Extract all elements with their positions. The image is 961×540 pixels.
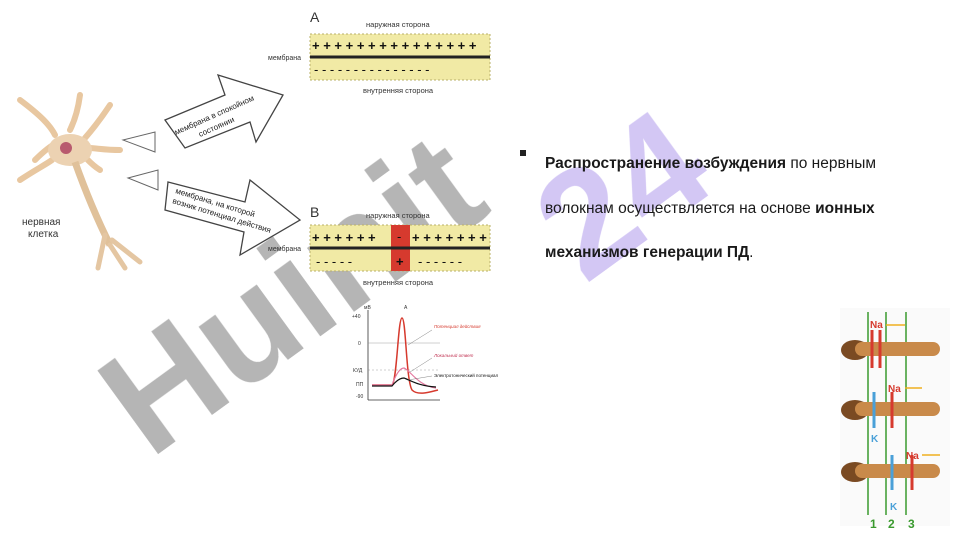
panel-b-plus-right: + + + + + + +: [412, 230, 487, 245]
neuron-label-line2: клетка: [28, 229, 59, 240]
ap-graph: мВ A +40 0 КУД ПП -90 Потенциал действия…: [352, 305, 498, 401]
ap-tick-4: -90: [356, 394, 363, 400]
panel-a-inner: внутренняя сторона: [363, 86, 434, 95]
bullet-text-2: по нервным волокнам осуществляется на ос…: [545, 155, 877, 217]
ion-figure: Na Na Na K K 1 2 3: [840, 308, 950, 531]
bullet-bold-1: Распространение возбуждения: [545, 155, 787, 172]
ap-tick-1: 0: [358, 341, 361, 347]
panel-a-plus: + + + + + + + + + + + + + + +: [312, 38, 477, 53]
ion-pos-1: 1: [870, 517, 877, 531]
ion-na-2: Na: [888, 384, 901, 395]
ion-k-2: K: [890, 502, 898, 513]
panel-a-letter: A: [310, 9, 320, 25]
ap-legend-2: Электротонический потенциал: [434, 372, 498, 378]
ion-k-1: K: [871, 434, 879, 445]
panel-b: B наружная сторона + + + + + + + + + + +…: [268, 204, 491, 287]
ion-pos-3: 3: [908, 517, 915, 531]
panel-b-letter: B: [310, 204, 319, 220]
bullet-marker: [520, 150, 526, 156]
ap-tick-2: КУД: [353, 368, 363, 374]
bullet-bold-3: ионных механизмов генерации ПД: [545, 199, 875, 262]
panel-a-outer: наружная сторона: [366, 20, 430, 29]
panel-a-minus: - - - - - - - - - - - - - - -: [314, 62, 430, 77]
fiber-1: [841, 330, 940, 368]
panel-b-red-bottom: +: [396, 254, 404, 269]
neuron-illustration: нервная клетка: [17, 92, 159, 271]
panel-a-membrane: мембрана: [268, 54, 301, 62]
ap-legend-1: Локальный ответ: [433, 352, 474, 358]
ion-pos-2: 2: [888, 517, 895, 531]
panel-b-red-top: -: [397, 229, 401, 244]
ap-unit: мВ: [364, 305, 371, 311]
ap-tick-3: ПП: [356, 382, 364, 388]
bullet-text-4: .: [749, 244, 754, 261]
panel-b-minus-left: - - - - -: [316, 254, 352, 269]
ap-panel: A: [404, 305, 408, 311]
panel-a: A наружная сторона + + + + + + + + + + +…: [268, 9, 491, 95]
fiber-2: [841, 392, 940, 428]
panel-b-outer: наружная сторона: [366, 211, 430, 220]
lower-arrow: мембрана, на которой возник потенциал де…: [164, 178, 302, 257]
ion-na-1: Na: [870, 320, 883, 331]
upper-arrow: мембрана в спокойном состоянии: [163, 74, 284, 149]
fiber-3: [841, 455, 940, 490]
panel-b-minus-right: - - - - - -: [418, 254, 462, 269]
ion-na-3: Na: [906, 451, 919, 462]
neuron-label-line1: нервная: [22, 217, 60, 228]
panel-b-plus-left: + + + + + +: [312, 230, 376, 245]
ap-legend-0: Потенциал действия: [434, 323, 481, 329]
ap-tick-0: +40: [352, 314, 361, 320]
panel-b-membrane: мембрана: [268, 245, 301, 253]
panel-b-inner: внутренняя сторона: [363, 278, 434, 287]
bullet-paragraph: Распространение возбуждения по нервным в…: [545, 142, 945, 276]
